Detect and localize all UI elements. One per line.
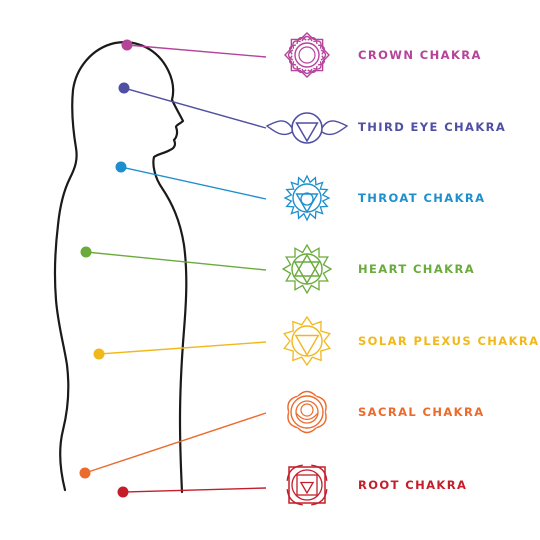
solar-plexus-connector-line xyxy=(98,341,267,355)
crown-label: CROWN CHAKRA xyxy=(358,48,482,62)
heart-body-point xyxy=(80,246,92,258)
crown-body-point xyxy=(121,39,133,51)
body-silhouette xyxy=(53,41,188,494)
third-eye-connector-line xyxy=(123,87,267,129)
third-eye-body-point xyxy=(118,82,130,94)
root-connector-line xyxy=(122,487,267,493)
crown-icon xyxy=(284,32,330,78)
throat-connector-line xyxy=(120,166,267,200)
sacral-connector-line xyxy=(84,412,267,474)
sacral-body-point xyxy=(79,467,91,479)
heart-connector-line xyxy=(85,251,267,271)
heart-label: HEART CHAKRA xyxy=(358,262,475,276)
third-eye-label: THIRD EYE CHAKRA xyxy=(358,120,507,134)
solar-plexus-icon xyxy=(283,315,331,367)
root-label: ROOT CHAKRA xyxy=(358,478,468,492)
crown-connector-line xyxy=(126,44,267,58)
root-icon xyxy=(286,464,328,506)
throat-body-point xyxy=(115,161,127,173)
throat-label: THROAT CHAKRA xyxy=(358,191,486,205)
sacral-icon xyxy=(287,390,327,434)
sacral-label: SACRAL CHAKRA xyxy=(358,405,485,419)
solar-plexus-body-point xyxy=(93,348,105,360)
third-eye-icon xyxy=(265,112,349,144)
heart-icon xyxy=(281,243,333,295)
root-body-point xyxy=(117,486,129,498)
throat-icon xyxy=(283,174,331,222)
solar-plexus-label: SOLAR PLEXUS CHAKRA xyxy=(358,334,540,348)
